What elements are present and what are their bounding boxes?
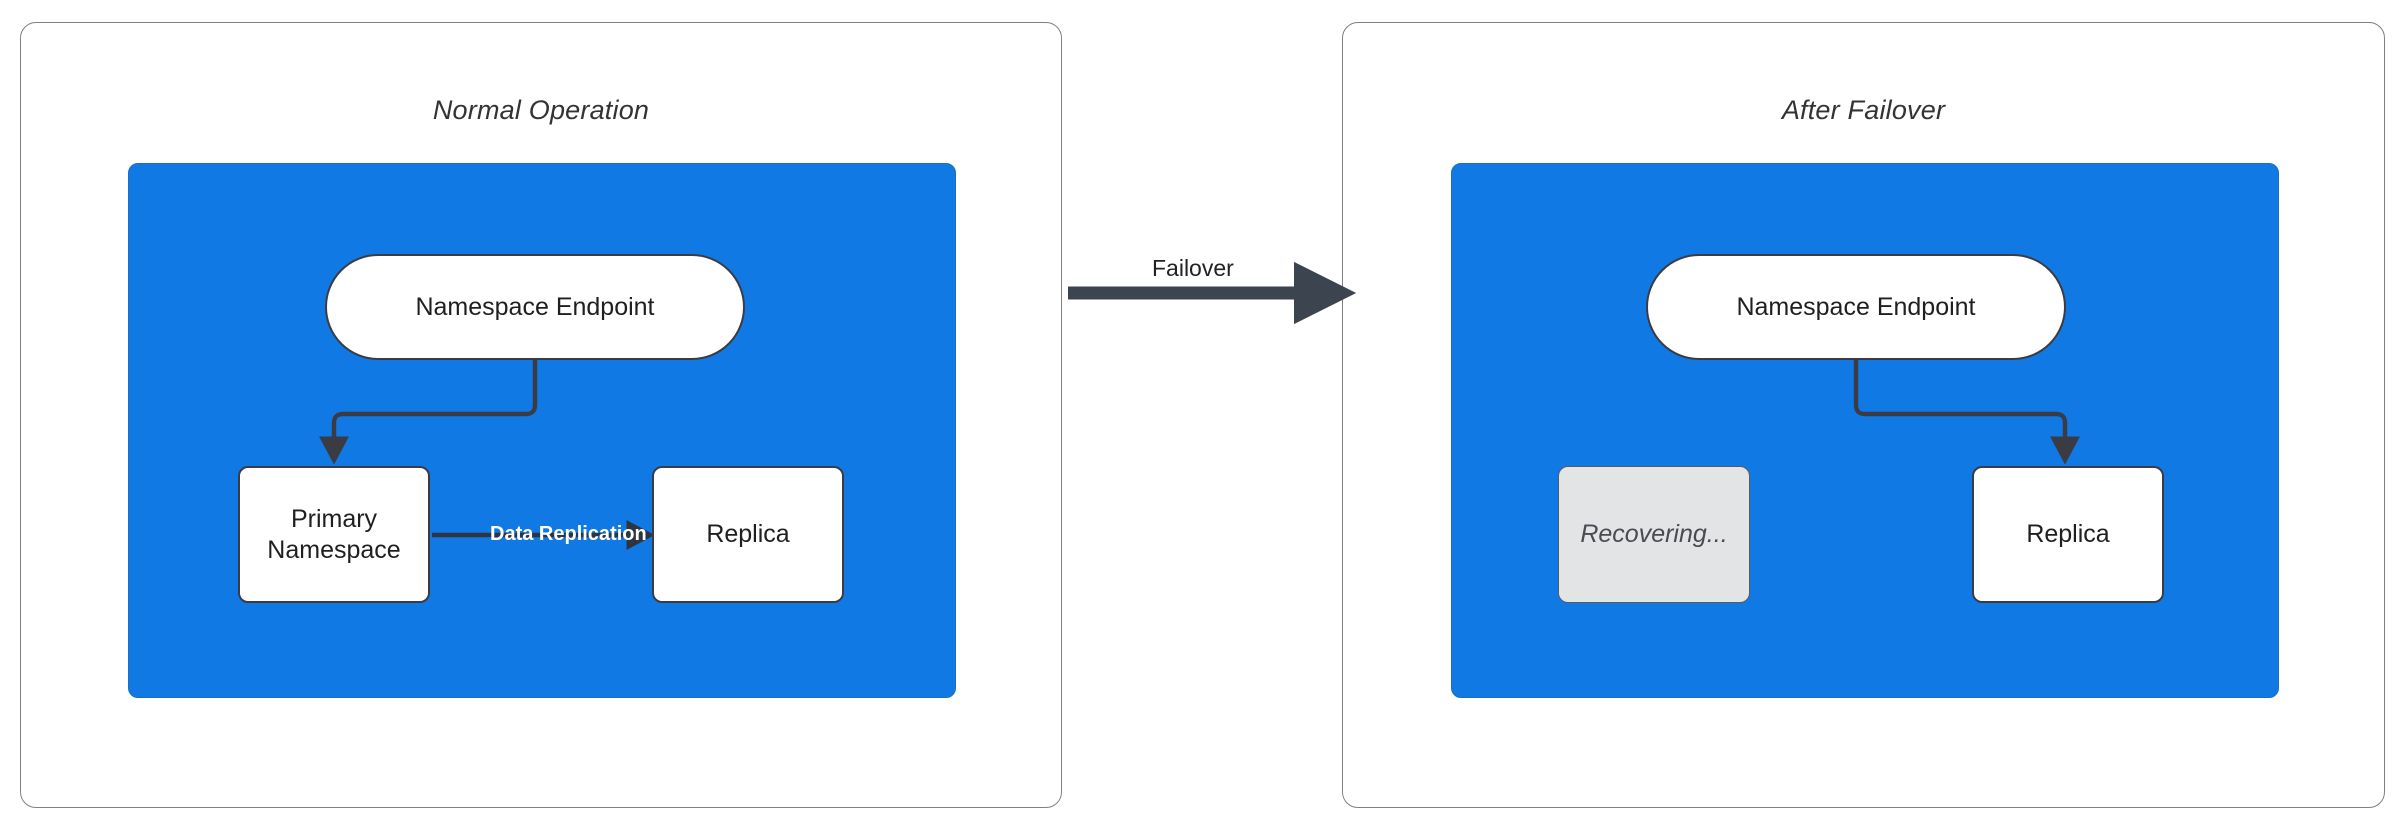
- transition-label-failover: Failover: [1152, 255, 1234, 281]
- node-primary-namespace[interactable]: Primary Namespace: [238, 466, 430, 603]
- panel-title-after-failover: After Failover: [1781, 95, 1946, 125]
- node-recovering[interactable]: Recovering...: [1558, 466, 1750, 603]
- node-namespace-endpoint-right[interactable]: Namespace Endpoint: [1646, 254, 2066, 360]
- panel-title-normal-operation: Normal Operation: [432, 95, 650, 125]
- node-namespace-endpoint-left[interactable]: Namespace Endpoint: [325, 254, 745, 360]
- blue-region-after-failover: [1451, 163, 2279, 698]
- node-replica-right[interactable]: Replica: [1972, 466, 2164, 603]
- node-primary-namespace-line2: Namespace: [267, 535, 401, 564]
- node-replica-left[interactable]: Replica: [652, 466, 844, 603]
- node-primary-namespace-line1: Primary: [290, 505, 378, 533]
- blue-region-normal-operation: [128, 163, 956, 698]
- edge-label-data-replication: Data Replication: [490, 523, 647, 545]
